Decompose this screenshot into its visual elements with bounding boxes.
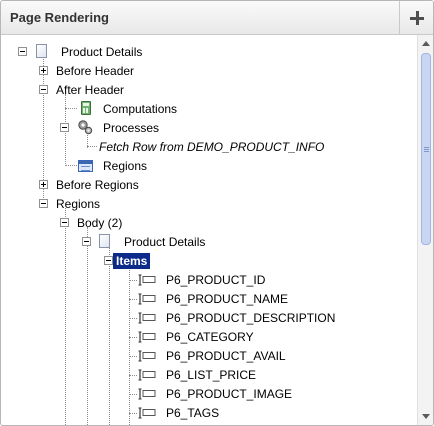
tree-node-label: Items (113, 253, 151, 269)
page-icon (36, 44, 47, 58)
tree-node-page-item[interactable]: P6_PRODUCT_DESCRIPTION (1, 308, 416, 327)
tree-connector (65, 108, 77, 109)
tree-connector (109, 246, 110, 425)
text-field-icon (138, 350, 156, 362)
tree-node-region-product-details[interactable]: Product Details (1, 232, 416, 251)
scrollbar-thumb[interactable] (421, 53, 431, 245)
scroll-down-arrow[interactable] (422, 414, 430, 419)
scrollbar-grip (424, 149, 429, 150)
tree-node-after-header-regions[interactable]: Regions (1, 156, 416, 175)
scroll-up-arrow[interactable] (422, 41, 430, 46)
tree-node-label: Product Details (124, 235, 206, 249)
tree-node-label: Body (2) (77, 216, 123, 230)
tree-node-page-item[interactable]: P6_TAGS (1, 403, 416, 422)
tree-node-label: Regions (103, 159, 148, 173)
tree-node-computations[interactable]: Computations (1, 99, 416, 118)
regions-icon (78, 160, 93, 172)
tree-node-processes[interactable]: Processes (1, 118, 416, 137)
tree-node-label: Computations (103, 102, 178, 116)
expand-toggle[interactable] (39, 66, 48, 75)
expand-toggle[interactable] (39, 180, 48, 189)
tree-node-product-details[interactable]: Product Details (1, 42, 416, 61)
collapse-toggle[interactable] (18, 47, 27, 56)
collapse-toggle[interactable] (39, 199, 48, 208)
tree-node-after-header[interactable]: After Header (1, 80, 416, 99)
text-field-icon (138, 274, 156, 286)
tree-node-page-item[interactable]: P6_PRODUCT_IMAGE (1, 384, 416, 403)
tree-node-label: P6_CATEGORY (166, 330, 254, 344)
panel-title: Page Rendering (10, 10, 109, 25)
tree-node-label: P6_PRODUCT_AVAIL (166, 349, 286, 363)
scrollbar-grip (424, 151, 429, 152)
tree-connector (129, 413, 137, 414)
collapse-toggle[interactable] (60, 123, 69, 132)
collapse-toggle[interactable] (104, 256, 113, 265)
tree-node-items[interactable]: Items (1, 251, 416, 270)
tree-node-label: Fetch Row from DEMO_PRODUCT_INFO (99, 140, 325, 154)
collapse-toggle[interactable] (39, 85, 48, 94)
component-tree: Product Details Before Header After Head… (1, 35, 416, 425)
tree-node-label: Regions (56, 197, 101, 211)
tree-node-label: P6_LIST_PRICE (166, 368, 257, 382)
tree-node-page-item[interactable]: P6_PRODUCT_AVAIL (1, 346, 416, 365)
tree-connector (87, 227, 88, 425)
text-field-icon (138, 388, 156, 400)
tree-node-label: P6_PRODUCT_DESCRIPTION (166, 311, 336, 325)
tree-connector (129, 280, 137, 281)
tree-node-label: P6_PRODUCT_IMAGE (166, 387, 293, 401)
tree-connector (129, 318, 137, 319)
tree-node-before-header[interactable]: Before Header (1, 61, 416, 80)
tree-node-label: P6_TAGS (166, 406, 220, 420)
tree-connector (129, 356, 137, 357)
add-button[interactable] (400, 1, 433, 34)
tree-node-label: Before Header (56, 64, 135, 78)
tree-node-regions[interactable]: Regions (1, 194, 416, 213)
text-field-icon (138, 407, 156, 419)
tree-node-label: P6_PRODUCT_NAME (166, 292, 289, 306)
tree-connector (65, 165, 77, 166)
tree-node-before-regions[interactable]: Before Regions (1, 175, 416, 194)
header-divider (399, 1, 400, 34)
scrollbar-grip (424, 147, 429, 148)
text-field-icon (138, 312, 156, 324)
text-field-icon (138, 293, 156, 305)
tree-connector (65, 208, 66, 425)
panel-header: Page Rendering (1, 1, 433, 35)
tree-node-body[interactable]: Body (2) (1, 213, 416, 232)
tree-node-page-item[interactable]: P6_PRODUCT_ID (1, 270, 416, 289)
tree-node-label: After Header (56, 83, 125, 97)
tree-connector (129, 265, 130, 425)
vertical-scrollbar[interactable] (417, 35, 433, 425)
calculator-icon (81, 101, 91, 115)
tree-connector (129, 337, 137, 338)
gear-icon (78, 120, 93, 135)
tree-connector (87, 146, 97, 147)
region-icon (99, 234, 110, 248)
collapse-toggle[interactable] (60, 218, 69, 227)
tree-node-page-item[interactable]: P6_PRODUCT_NAME (1, 289, 416, 308)
tree-connector (43, 56, 44, 206)
tree-node-label: Processes (103, 121, 160, 135)
tree-node-label: Before Regions (56, 178, 139, 192)
text-field-icon (138, 369, 156, 381)
tree-connector (129, 299, 137, 300)
text-field-icon (138, 331, 156, 343)
tree-node-fetch-row[interactable]: Fetch Row from DEMO_PRODUCT_INFO (1, 137, 416, 156)
tree-connector (87, 133, 88, 148)
tree-node-page-item[interactable]: P6_CATEGORY (1, 327, 416, 346)
tree-connector (129, 375, 137, 376)
collapse-toggle[interactable] (82, 237, 91, 246)
tree-connector (129, 394, 137, 395)
tree-node-page-item[interactable]: P6_LIST_PRICE (1, 365, 416, 384)
tree-node-label: P6_PRODUCT_ID (166, 273, 266, 287)
tree-node-label: Product Details (61, 45, 143, 59)
